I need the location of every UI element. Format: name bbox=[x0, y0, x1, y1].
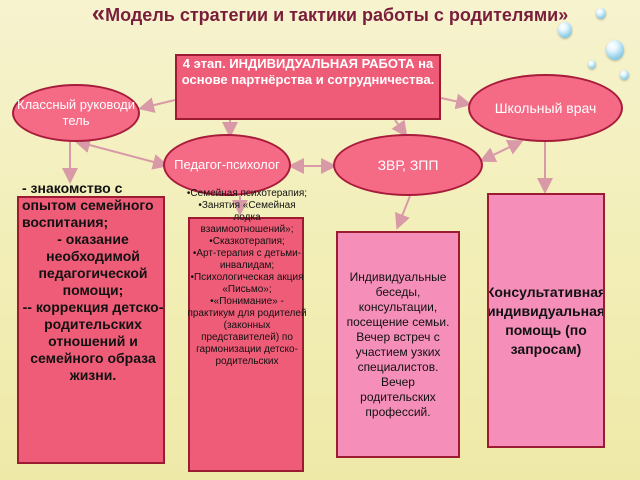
water-drop-decoration bbox=[596, 8, 606, 19]
list-item: •Психологическая акция «Письмо»; bbox=[190, 272, 304, 295]
zvr-activities-text: Индивидуальные беседы, консультации, пос… bbox=[346, 269, 450, 419]
class-teacher-node: Классный руководи тель bbox=[12, 84, 140, 142]
water-drop-decoration bbox=[588, 60, 596, 69]
list-item: •Семейная психотерапия; bbox=[186, 188, 308, 199]
zvr-activities-box: Индивидуальные беседы, консультации, пос… bbox=[336, 231, 460, 458]
class-teacher-activities-box bbox=[17, 196, 165, 464]
zvr-label: ЗВР, ЗПП bbox=[377, 157, 439, 173]
activity-line: - знакомство с опытом семейного воспитан… bbox=[22, 180, 154, 230]
psychologist-activities-box bbox=[188, 217, 304, 472]
psychologist-node: Педагог-психолог bbox=[163, 134, 291, 196]
psychologist-activities-list: •Семейная психотерапия; •Занятия «Семейн… bbox=[186, 188, 308, 368]
doctor-activities-text: Консультативная индивидуальная помощь (п… bbox=[487, 283, 605, 357]
zvr-node: ЗВР, ЗПП bbox=[333, 134, 483, 196]
title-text: Модель стратегии и тактики работы с роди… bbox=[105, 5, 569, 25]
water-drop-decoration bbox=[620, 70, 629, 80]
water-drop-decoration bbox=[558, 22, 572, 38]
list-item: •Занятия «Семейная лодка взаимоотношений… bbox=[198, 200, 296, 235]
class-teacher-activities-text: - знакомство с опытом семейного воспитан… bbox=[22, 180, 164, 384]
doctor-activities-box: Консультативная индивидуальная помощь (п… bbox=[487, 193, 605, 448]
list-item: •Арт-терапия с детьми-инвалидам; bbox=[192, 248, 302, 271]
activity-line: - оказание необходимой педагогической по… bbox=[38, 231, 148, 298]
stage-text: 4 этап. ИНДИВИДУАЛЬНАЯ РАБОТА на основе … bbox=[181, 56, 435, 87]
water-drop-decoration bbox=[606, 40, 624, 60]
school-doctor-node: Школьный врач bbox=[468, 74, 623, 142]
psychologist-label: Педагог-психолог bbox=[174, 157, 280, 172]
school-doctor-label: Школьный врач bbox=[494, 100, 597, 116]
activity-line: -- коррекция детско-родительских отношен… bbox=[22, 299, 164, 383]
list-item: •Сказкотерапия; bbox=[209, 236, 285, 247]
page-title: «Модель стратегии и тактики работы с род… bbox=[70, 2, 590, 27]
stage-box: 4 этап. ИНДИВИДУАЛЬНАЯ РАБОТА на основе … bbox=[175, 54, 441, 120]
title-quote: « bbox=[91, 0, 106, 27]
class-teacher-label: Классный руководи тель bbox=[17, 97, 135, 128]
list-item: •«Понимание» - практикум для родителей (… bbox=[187, 296, 307, 367]
